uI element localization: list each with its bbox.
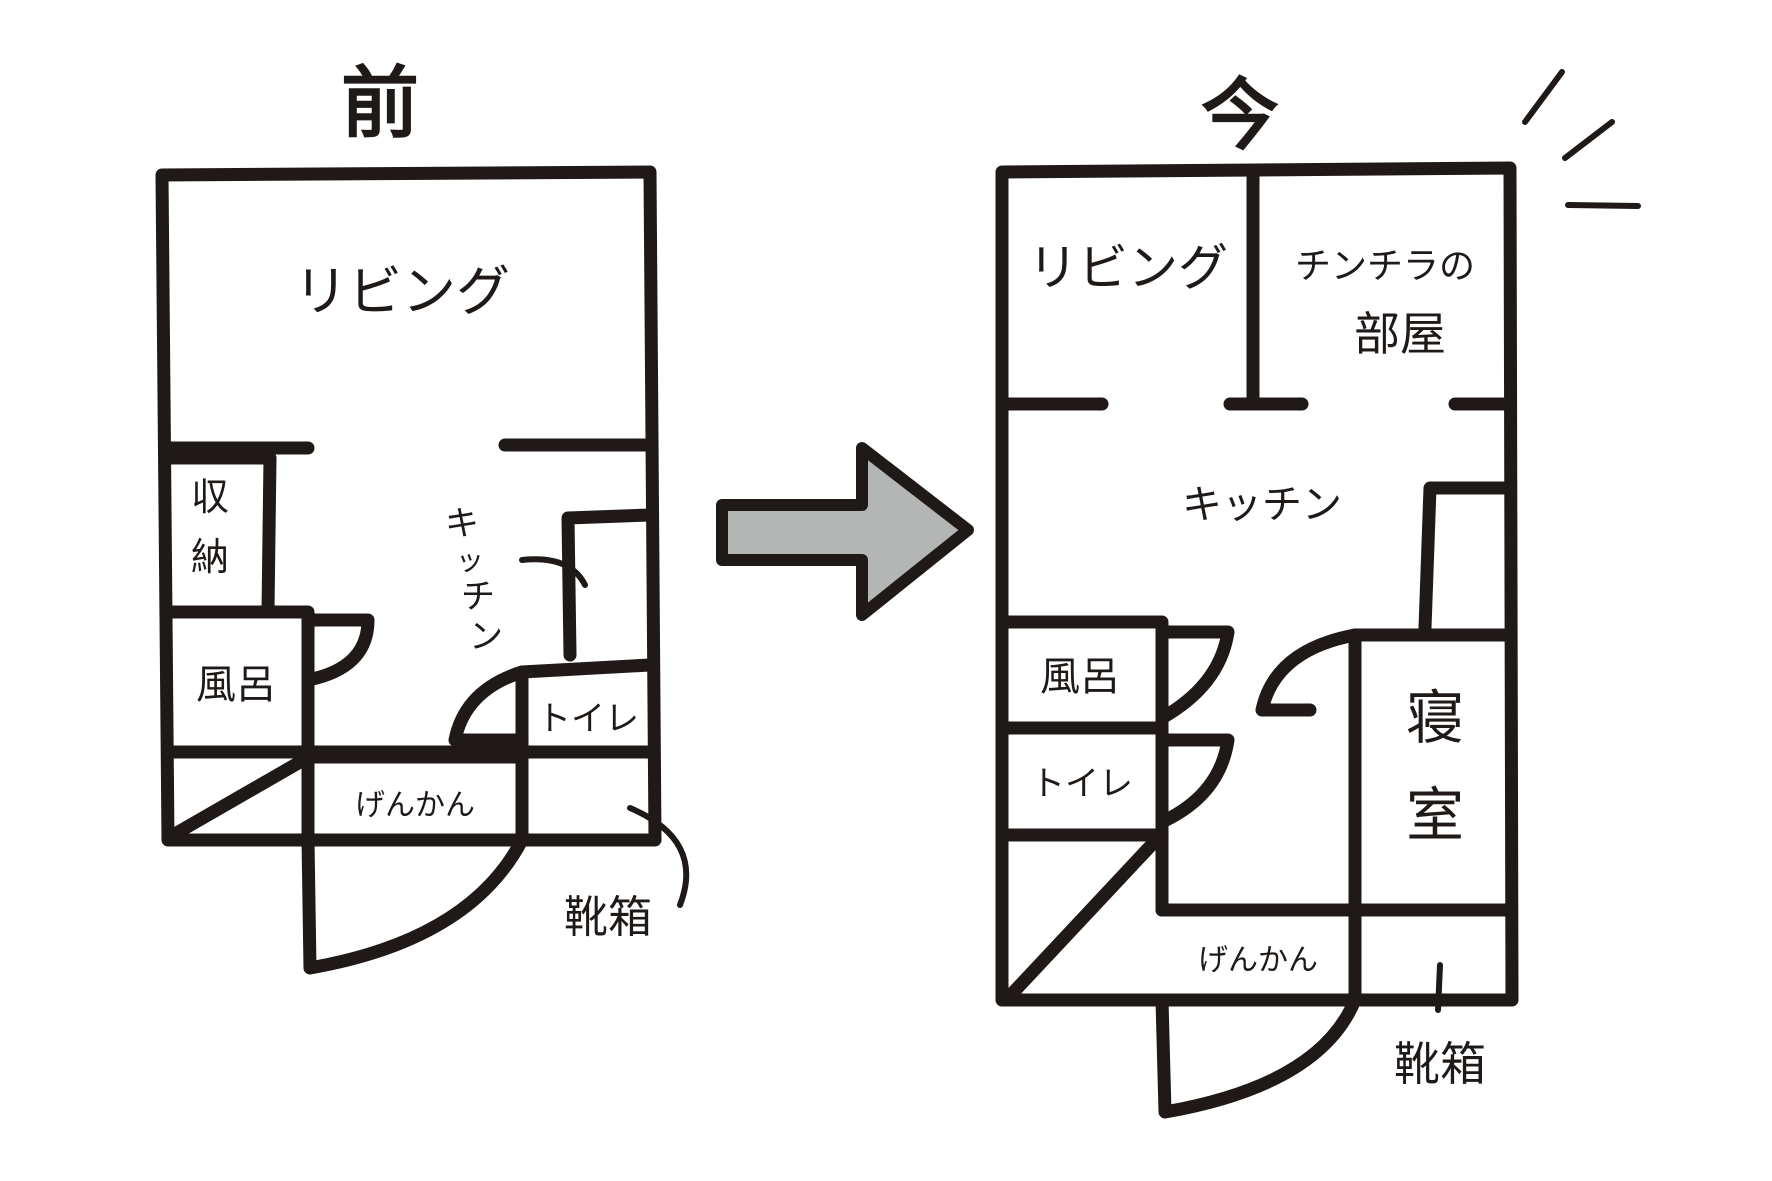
before-kitchen-char-2: ッ <box>456 544 484 577</box>
before-plan: 前 リビング 収 納 キ ッ チ ン <box>155 59 690 975</box>
before-entrance-label: げんかん <box>355 788 475 823</box>
before-kitchen-char-4: ン <box>469 617 503 657</box>
before-shoebox-leader <box>627 805 690 908</box>
before-kitchen-counter <box>561 508 657 662</box>
before-title: 前 <box>341 59 419 149</box>
after-entrance-box <box>1155 903 1362 1007</box>
sparkle-lines-icon <box>1522 69 1641 209</box>
after-entrance-label: げんかん <box>1198 943 1318 978</box>
after-living-label: リビング <box>1028 239 1228 297</box>
before-kitchen-char-1: キ <box>445 504 479 544</box>
before-diagonal <box>161 755 307 845</box>
after-title: 今 <box>1201 71 1279 161</box>
before-front-door <box>301 833 529 975</box>
before-toilet-label: トイレ <box>537 699 639 739</box>
right-arrow-icon <box>716 442 974 621</box>
before-living-label: リビング <box>294 260 510 323</box>
after-kitchen-label: キッチン <box>1182 482 1342 528</box>
after-bedroom-label-2: 室 <box>1406 781 1464 849</box>
before-toilet-door <box>448 665 529 747</box>
after-plan: 今 リビング チンチラの <box>995 69 1641 1119</box>
before-outer-wall <box>155 165 662 847</box>
after-chinchira-label-1: チンチラの <box>1295 246 1475 287</box>
before-bath-wall <box>161 605 315 762</box>
after-outer-wall <box>995 161 1519 1007</box>
after-bath-label: 風呂 <box>1040 654 1120 700</box>
after-shoebox-leader <box>1435 962 1443 1013</box>
after-shoebox-label: 靴箱 <box>1394 1037 1486 1091</box>
after-chinchira-label-2: 部屋 <box>1354 307 1446 361</box>
before-kitchen-leader <box>519 556 588 588</box>
before-storage-wall <box>161 451 277 617</box>
after-bedroom-label-1: 寝 <box>1406 684 1464 752</box>
after-toilet-label: トイレ <box>1031 764 1133 804</box>
before-bath-door <box>301 613 375 687</box>
before-entrance-box <box>301 750 529 847</box>
before-storage-label-1: 収 <box>191 475 229 519</box>
before-kitchen-label: キ ッ チ ン <box>445 504 503 657</box>
after-bath-wall <box>1001 615 1169 917</box>
before-storage-label-2: 納 <box>191 535 229 579</box>
before-bath-label: 風呂 <box>196 662 276 708</box>
after-front-door <box>1155 993 1362 1119</box>
after-toilet-door <box>1155 733 1235 829</box>
after-bath-door <box>1155 625 1235 725</box>
after-bedroom-door <box>1255 628 1362 717</box>
before-shoebox-label: 靴箱 <box>564 892 652 943</box>
after-kitchen-counter <box>1418 481 1512 635</box>
after-diagonal <box>1001 831 1165 1005</box>
before-kitchen-char-3: チ <box>461 577 495 617</box>
